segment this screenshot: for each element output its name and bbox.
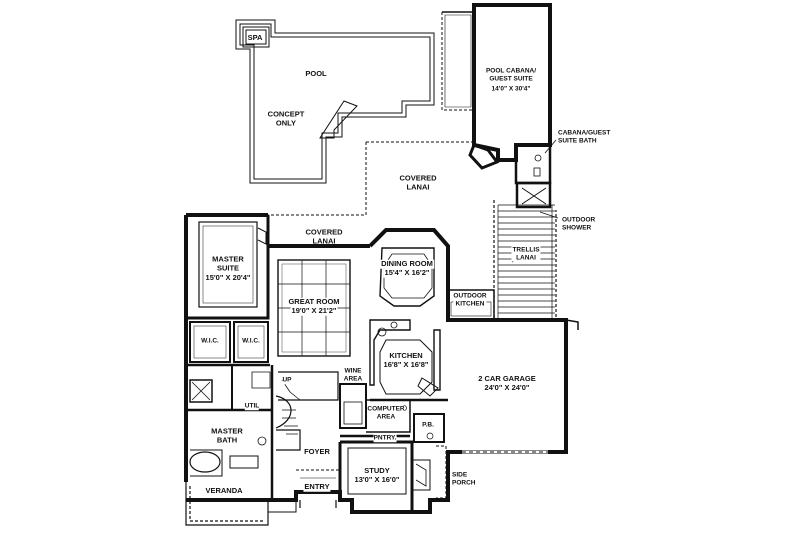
entry-label: ENTRY	[303, 481, 331, 492]
stair	[275, 371, 339, 451]
great-room-label: GREAT ROOM	[287, 296, 341, 307]
wine-area-label: WINE AREA	[343, 367, 363, 383]
kitchen-dim: 16'8" X 16'8"	[382, 359, 430, 370]
wic-left-label: W.I.C.	[200, 337, 220, 345]
great-room-dim: 19'0" X 21'2"	[290, 305, 338, 316]
up-label: UP	[282, 376, 292, 384]
study-dim: 13'0" X 16'0"	[353, 474, 401, 485]
concept-only-label: CONCEPT ONLY	[267, 109, 305, 127]
garage-label: 2 CAR GARAGE	[478, 373, 536, 383]
trellis-lanai-label: TRELLIS LANAI	[511, 246, 541, 262]
cabana-bath-label: CABANA/GUEST SUITE BATH	[558, 129, 611, 145]
pb-label: P.B.	[422, 421, 434, 429]
side-porch-label: SIDE PORCH	[452, 471, 476, 487]
covered-lanai-outline	[267, 141, 474, 246]
study-walls	[338, 440, 431, 512]
cabana-bath-walls	[514, 143, 552, 209]
wic-walls	[186, 321, 270, 367]
spa-outline	[242, 26, 270, 48]
veranda-label: VERANDA	[204, 485, 244, 496]
garage-walls	[448, 318, 579, 454]
master-suite-dim: 15'0" X 20'4"	[205, 272, 251, 282]
pantry-label: PNTRY.	[373, 434, 397, 442]
study-label: STUDY	[363, 465, 391, 476]
spa-label: SPA	[247, 32, 263, 42]
foyer-label: FOYER	[303, 446, 331, 457]
pool-cabana-label: POOL CABANA/ GUEST SUITE	[485, 67, 537, 83]
house-exterior-walls	[184, 213, 568, 514]
outdoor-kitchen-label: OUTDOOR KITCHEN	[453, 292, 487, 308]
outdoor-shower-label: OUTDOOR SHOWER	[562, 216, 596, 232]
covered-lanai-left-label: COVERED LANAI	[305, 227, 343, 245]
entry-walls	[296, 469, 340, 508]
computer-area-label: COMPUTER AREA	[367, 405, 405, 421]
covered-lanai-main-label: COVERED LANAI	[399, 173, 437, 191]
master-suite-walls	[186, 215, 270, 320]
util-label: UTIL	[244, 402, 260, 410]
pool-label: POOL	[305, 68, 327, 78]
pool-cabana-dim: 14'0" X 30'4"	[491, 85, 531, 93]
powder-bath-walls	[413, 413, 445, 443]
garage-dim: 24'0" X 24'0"	[484, 382, 530, 392]
side-porch	[436, 445, 449, 501]
master-suite-label: MASTER SUITE	[212, 254, 244, 272]
dining-room-label: DINING ROOM	[380, 258, 434, 269]
wic-right-label: W.I.C.	[241, 337, 261, 345]
kitchen-label: KITCHEN	[388, 350, 424, 361]
master-bath-walls	[186, 365, 274, 500]
veranda	[185, 482, 297, 526]
master-bath-label: MASTER BATH	[211, 426, 243, 445]
dining-room-dim: 15'4" X 16'2"	[383, 267, 431, 278]
pool-outline	[235, 19, 435, 184]
